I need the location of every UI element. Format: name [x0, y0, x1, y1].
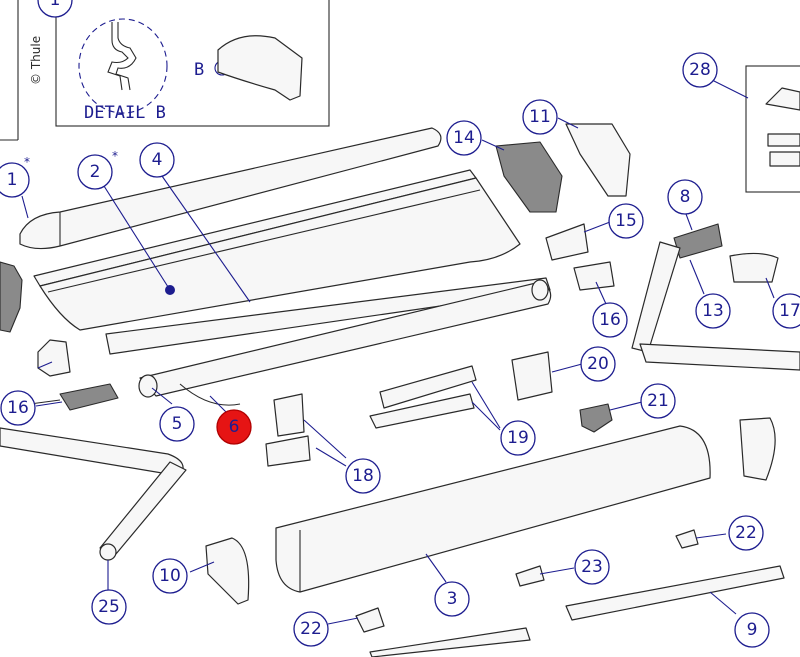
svg-text:2: 2	[90, 162, 101, 182]
callout-10: 10	[152, 558, 188, 594]
callout-19: 19	[500, 420, 536, 456]
callout-16-left: 16	[0, 390, 36, 426]
part-28-box	[745, 65, 800, 193]
svg-text:20: 20	[587, 354, 609, 374]
right-arm	[631, 241, 800, 481]
callout-28: 28	[682, 52, 718, 88]
svg-text:28: 28	[689, 60, 711, 80]
detail-marker: B	[194, 60, 204, 80]
leader-lines	[21, 79, 775, 625]
callout-1: 1	[0, 162, 30, 198]
svg-text:10: 10	[159, 566, 181, 586]
svg-text:19: 19	[507, 428, 529, 448]
svg-text:5: 5	[172, 414, 183, 434]
part-3-front-bar	[275, 425, 711, 593]
callout-22-right: 22	[728, 515, 764, 551]
svg-text:6: 6	[229, 417, 240, 437]
end-cap-detail-part	[217, 35, 303, 101]
callout-11: 11	[522, 99, 558, 135]
callout-6: 6	[216, 409, 252, 445]
svg-text:1: 1	[7, 170, 18, 190]
callout-4: 4	[139, 142, 175, 178]
svg-text:3: 3	[447, 589, 458, 609]
right-top-parts	[495, 123, 779, 291]
callout-18: 18	[345, 458, 381, 494]
callout-16-right: 16	[592, 302, 628, 338]
svg-text:25: 25	[98, 597, 120, 617]
svg-text:9: 9	[747, 620, 758, 640]
svg-text:13: 13	[702, 301, 724, 321]
star-marker-2: *	[112, 149, 118, 163]
middle-small-parts	[265, 351, 613, 467]
svg-text:16: 16	[599, 310, 621, 330]
svg-text:23: 23	[581, 557, 603, 577]
callout-23: 23	[574, 549, 610, 585]
callout-14: 14	[446, 120, 482, 156]
svg-text:17: 17	[779, 301, 800, 321]
detail-label: DETAIL B	[84, 103, 166, 123]
left-frame: © Thule	[0, 0, 43, 141]
part-2-rail	[33, 169, 521, 331]
part-1-front-profile	[19, 127, 442, 250]
svg-text:14: 14	[453, 128, 475, 148]
svg-text:11: 11	[529, 107, 551, 127]
part-5-roller-tube	[138, 279, 552, 406]
copyright-text: © Thule	[29, 36, 43, 85]
callout-20: 20	[580, 346, 616, 382]
svg-text:18: 18	[352, 466, 374, 486]
svg-text:16: 16	[7, 398, 29, 418]
svg-text:15: 15	[615, 211, 637, 231]
bottom-rails	[355, 529, 785, 657]
part-10-end-cap	[205, 537, 250, 605]
callout-8: 8	[667, 179, 703, 215]
callout-25: 25	[91, 589, 127, 625]
svg-text:4: 4	[152, 150, 163, 170]
detail-number: 1	[50, 0, 61, 10]
detail-number-circle	[37, 0, 73, 18]
svg-text:22: 22	[300, 619, 322, 639]
detail-circle	[78, 18, 168, 114]
detail-inset: 1 DETAIL B B	[37, 0, 330, 127]
callout-2: 2	[77, 154, 113, 190]
left-end-parts	[0, 261, 119, 411]
callout-13: 13	[695, 293, 731, 329]
callout-15: 15	[608, 203, 644, 239]
svg-text:22: 22	[735, 523, 757, 543]
svg-text:21: 21	[647, 391, 669, 411]
star-marker-1: *	[24, 155, 30, 169]
callout-17: 17	[772, 293, 800, 329]
left-arm	[0, 427, 187, 561]
callout-5: 5	[159, 406, 195, 442]
callout-9: 9	[734, 612, 770, 648]
svg-text:8: 8	[680, 187, 691, 207]
callout-22-left: 22	[293, 611, 329, 647]
callout-21: 21	[640, 383, 676, 419]
callout-3: 3	[434, 581, 470, 617]
